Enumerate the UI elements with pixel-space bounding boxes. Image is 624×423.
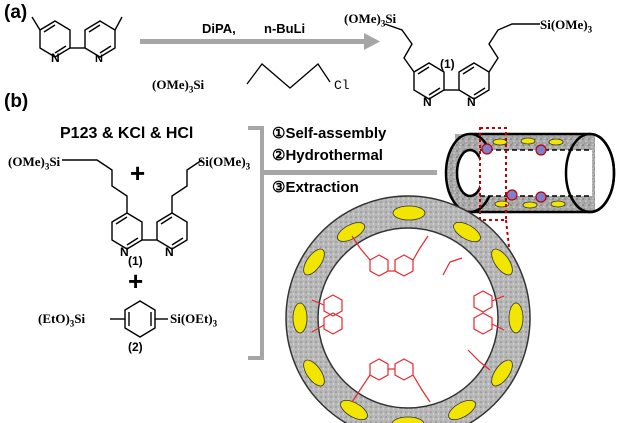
panel-b-label: (b) [4,91,29,112]
ring-n-right: N [95,53,103,65]
step-extraction: ③Extraction [272,179,359,196]
reagent-chloride: Cl [334,78,350,93]
compound-2-label: (2) [128,340,143,354]
process-arrow-b [262,170,437,175]
step-hydrothermal: ②Hydrothermal [272,147,383,164]
chloropropyl-silane-chain [246,63,331,89]
product-right-silane: Si(OMe)3 [540,17,593,35]
pore-cross-section [285,195,531,423]
pore-tube [444,132,616,214]
product-ring-n-right: N [467,95,476,109]
product-bipyridine-1 [384,23,540,100]
tube-linker-markers [481,143,547,203]
b-left-silane: (OMe)3Si [8,154,61,172]
bracket [248,126,264,360]
reactant-dimethyl-bipyridine [31,16,123,58]
reagent-silane: (OMe)3Si [152,77,205,95]
red-bipyridine-linkers [311,235,505,403]
panel-a-label: (a) [4,2,28,23]
product-left-silane: (OMe)3Si [344,11,397,29]
template-reagents: P123 & KCl & HCl [60,125,194,142]
eto-right-silane: Si(OEt)3 [170,311,218,329]
compound-1-structure [62,159,203,250]
plus-sign-1: + [130,158,146,188]
b-ring-n-left: N [120,245,129,259]
plus-sign-2: + [128,266,144,296]
eto-left-silane: (EtO)3Si [38,311,86,329]
compound-1-label: (1) [128,254,143,268]
b-ring-n-right: N [165,245,174,259]
reagent-dipa: DiPA, [202,21,236,36]
reaction-arrow-a [140,33,380,50]
product-label-1: (1) [440,57,455,71]
product-ring-n-left: N [423,95,432,109]
reagent-nbuli: n-BuLi [264,21,306,36]
compound-2-structure [110,300,168,338]
zoom-indicator [409,127,521,347]
ring-n-left: N [51,51,60,65]
b-right-silane: Si(OMe)3 [198,154,251,172]
wall-yellow-ellipses [292,205,524,423]
tube-framework-ellipses [492,137,566,209]
step-self-assembly: ①Self-assembly [272,125,387,142]
